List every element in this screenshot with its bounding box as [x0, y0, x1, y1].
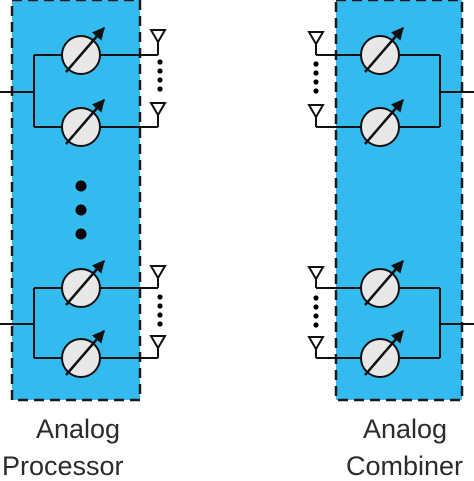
phase-shifter-icon	[61, 27, 105, 75]
antenna-icon	[149, 29, 167, 44]
phase-shifter-icon	[360, 330, 404, 378]
right-bottom-wiring	[315, 279, 474, 359]
ellipsis-dots-icon	[75, 180, 87, 240]
analog-processor-label-line1: Analog	[36, 414, 121, 444]
antenna-icon	[149, 335, 167, 350]
analog-combiner-label-line1: Analog	[363, 414, 448, 444]
ellipsis-dots-icon	[313, 61, 319, 94]
analog-combiner-label-line2: Combiner	[346, 451, 464, 481]
right-top-wiring	[315, 44, 474, 128]
phase-shifter-icon	[61, 99, 105, 147]
antenna-icon	[307, 336, 325, 351]
analog-combiner-block	[307, 0, 474, 402]
analog-processor-block	[0, 0, 167, 402]
phase-shifter-icon	[360, 260, 404, 308]
antenna-icon	[149, 265, 167, 280]
antenna-icon	[307, 31, 325, 46]
phase-shifter-icon	[61, 260, 105, 308]
analog-processor-label-line2: Processor	[2, 451, 124, 481]
phase-shifter-icon	[360, 99, 404, 147]
phase-shifter-icon	[360, 27, 404, 75]
antenna-icon	[149, 102, 167, 117]
left-top-wiring	[0, 42, 159, 128]
left-bottom-wiring	[0, 278, 159, 359]
antenna-icon	[307, 266, 325, 281]
antenna-icon	[307, 104, 325, 119]
phase-shifter-icon	[61, 330, 105, 378]
ellipsis-dots-icon	[157, 59, 163, 92]
ellipsis-dots-icon	[157, 294, 163, 327]
ellipsis-dots-icon	[313, 295, 319, 328]
